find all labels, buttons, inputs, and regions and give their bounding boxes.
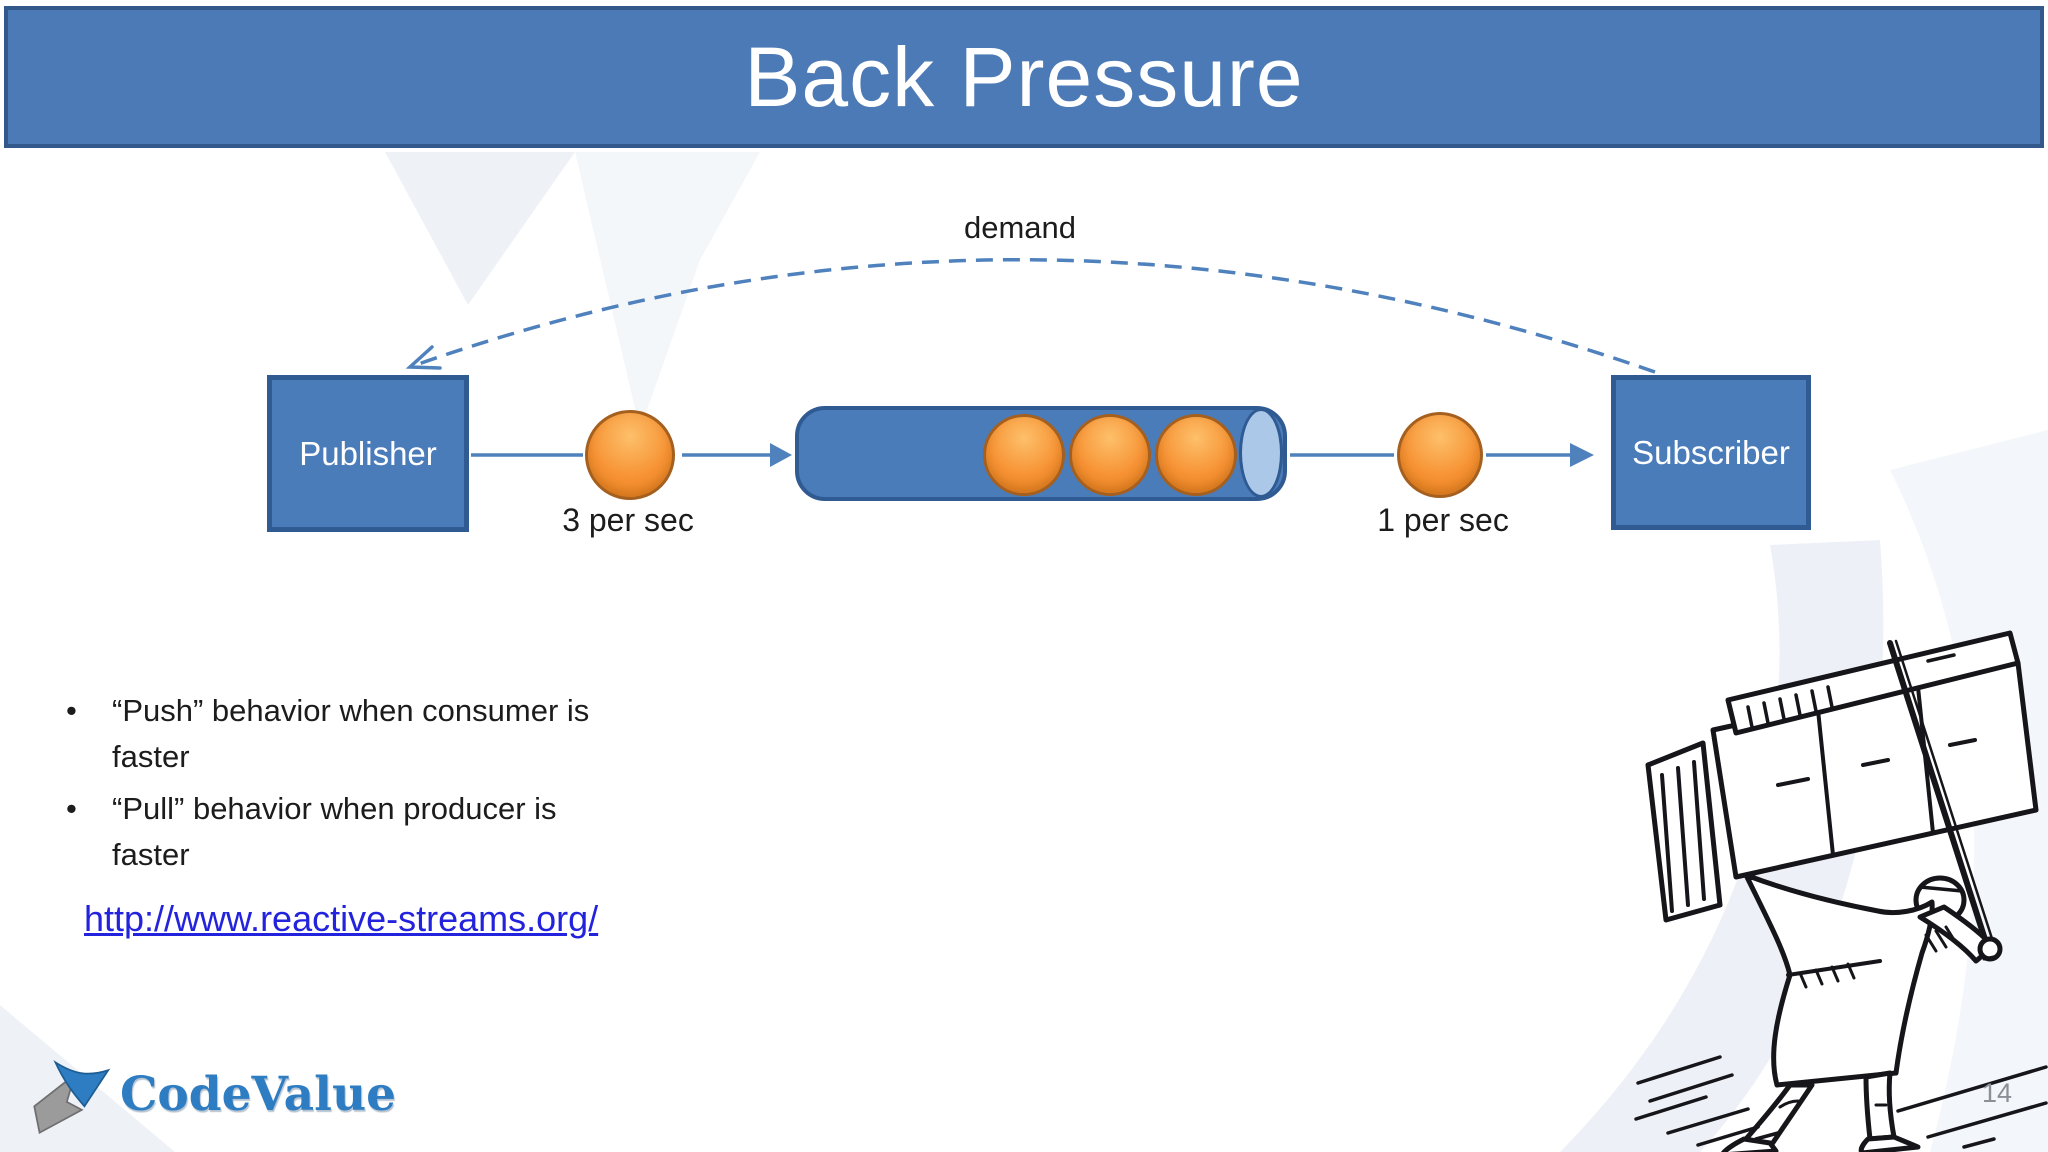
message-ball-right	[1397, 412, 1483, 498]
pipe-end-cap	[1239, 408, 1283, 498]
bullet-marker: •	[66, 693, 77, 728]
demand-arrow	[405, 258, 1656, 374]
bullet-text: “Pull” behavior when producer is faster	[112, 790, 557, 872]
list-item: • “Pull” behavior when producer is faste…	[56, 786, 596, 878]
logo-text: CodeValue	[120, 1066, 397, 1122]
bullet-text: “Push” behavior when consumer is faster	[112, 693, 590, 774]
link-row: http://www.reactive-streams.org/	[84, 898, 598, 940]
consume-rate-label: 1 per sec	[1377, 502, 1509, 538]
codevalue-logo: CodeValue	[26, 1050, 396, 1138]
bullet-list: • “Push” behavior when consumer is faste…	[56, 688, 596, 884]
message-ball-left	[585, 410, 675, 500]
reactive-streams-link[interactable]: http://www.reactive-streams.org/	[84, 898, 599, 939]
queue-message-ball	[1155, 414, 1237, 496]
slide-title: Back Pressure	[744, 29, 1304, 124]
page-number: 14	[1981, 1078, 2012, 1108]
subscriber-label: Subscriber	[1632, 433, 1790, 471]
subscriber-box: Subscriber	[1611, 375, 1811, 530]
publisher-box: Publisher	[267, 375, 469, 532]
demand-label: demand	[963, 210, 1077, 245]
publisher-label: Publisher	[299, 434, 437, 472]
list-item: • “Push” behavior when consumer is faste…	[56, 688, 596, 780]
queue-message-ball	[1069, 414, 1151, 496]
publish-rate-label: 3 per sec	[562, 502, 694, 538]
queue-pipe	[795, 406, 1287, 501]
porter-illustration-icon	[1634, 630, 2048, 1152]
title-bar: Back Pressure	[4, 6, 2044, 148]
queue-message-ball	[983, 414, 1065, 496]
ball-to-subscriber-arrow	[1486, 443, 1594, 467]
ball-to-pipe-arrow	[682, 443, 792, 467]
logo-mark-icon	[33, 1059, 111, 1135]
bullet-marker: •	[66, 790, 77, 826]
